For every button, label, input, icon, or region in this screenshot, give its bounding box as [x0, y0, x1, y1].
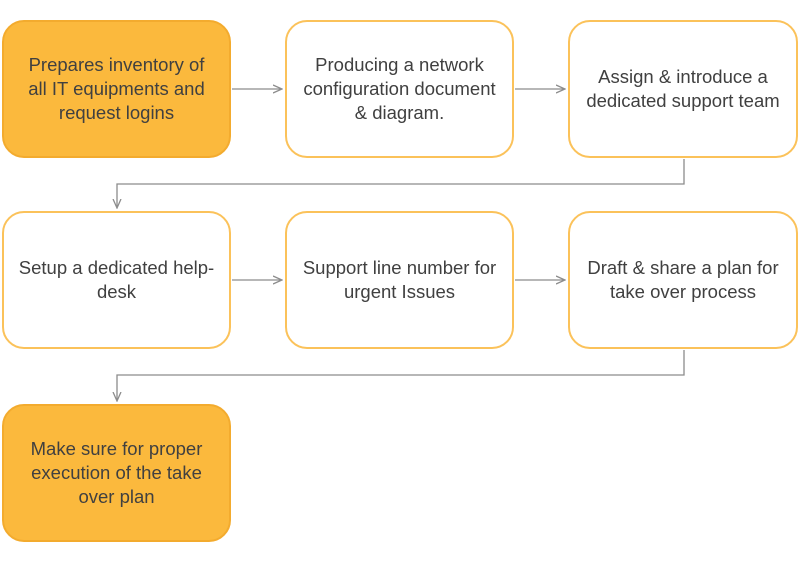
step-6-label: Draft & share a plan for take over proce… [587, 257, 779, 302]
step-2-label: Producing a network configuration docume… [303, 54, 496, 123]
step-4-label: Setup a dedicated help-desk [18, 257, 215, 302]
step-7-box: Make sure for proper execution of the ta… [2, 404, 231, 542]
step-1-label: Prepares inventory of all IT equipments … [28, 54, 205, 123]
step-3-label: Assign & introduce a dedicated support t… [586, 66, 780, 111]
step-2-box: Producing a network configuration docume… [285, 20, 514, 158]
step-4-box: Setup a dedicated help-desk [2, 211, 231, 349]
step-3-box: Assign & introduce a dedicated support t… [568, 20, 798, 158]
step-1-box: Prepares inventory of all IT equipments … [2, 20, 231, 158]
step-6-box: Draft & share a plan for take over proce… [568, 211, 798, 349]
step-5-box: Support line number for urgent Issues [285, 211, 514, 349]
step-5-label: Support line number for urgent Issues [302, 257, 497, 302]
arrow-step6-to-step7 [117, 350, 685, 400]
arrow-step3-to-step4 [117, 159, 685, 207]
step-7-label: Make sure for proper execution of the ta… [30, 438, 203, 507]
